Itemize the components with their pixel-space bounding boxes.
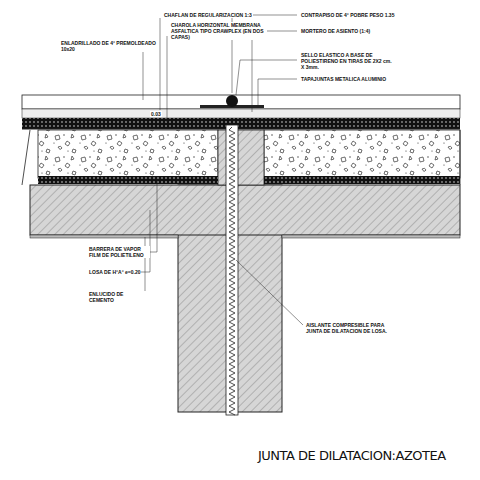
callout-label: AISLANTE COMPRESIBLE PARA JUNTA DE DILAT…: [305, 322, 397, 334]
callout-label: CHAFLAN DE REGULARIZACION 1:3: [163, 12, 253, 18]
callout-label: CHAROLA HORIZONTAL MEMBRANA ASFALTICA TI…: [170, 22, 267, 40]
callout-label: CONTRAPISO DE 4° POBRE PESO 1.35: [300, 12, 395, 18]
callout-label: TAPAJUNTAS METALICA ALUMINIO: [300, 76, 387, 82]
callout-label: SELLO ELASTICO A BASE DE POLIESTIRENO EN…: [300, 52, 397, 70]
callout-label: ENLUCIDO DE CEMENTO: [88, 291, 150, 303]
callout-label: ENLADRILLADO DE 4° PREMOLDEADO 10x20: [60, 40, 157, 52]
callout-label: BARRERA DE VAPOR FILM DE POLIETILENO: [88, 246, 150, 258]
callout-label: MORTERO DE ASIENTO (1:4): [300, 28, 371, 34]
callout-label: LOSA DE H°A° e=0.20: [88, 269, 141, 275]
drawing-title: JUNTA DE DILATACION:AZOTEA: [258, 448, 446, 463]
callout-label: 0.03: [150, 111, 162, 117]
